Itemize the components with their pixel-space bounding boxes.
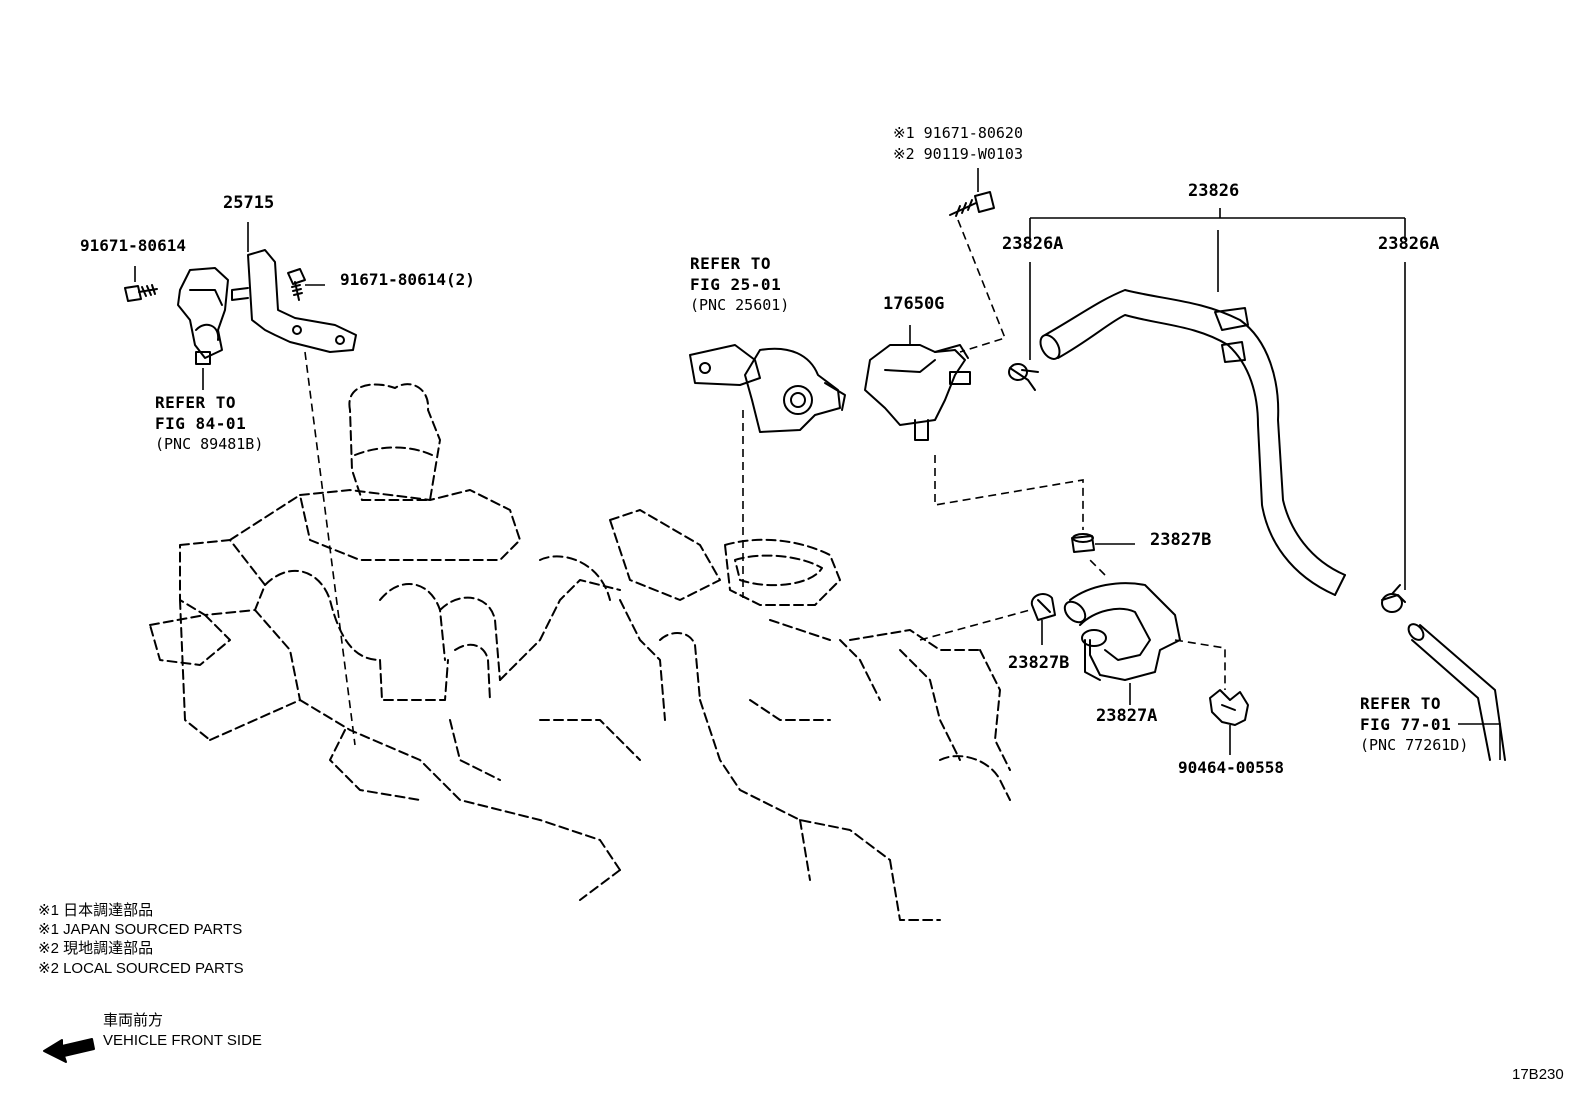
sensor-part: [177, 267, 229, 365]
note-japan-sourced-en: ※1 JAPAN SOURCED PARTS: [38, 921, 243, 938]
vsv-17650G: [864, 344, 971, 441]
throttle-body-part: [689, 344, 846, 433]
ref-fig25-line3: (PNC 25601): [690, 296, 790, 314]
bracket-25715: [231, 249, 357, 353]
clip-23826A-left: [1008, 363, 1039, 391]
hose-23827A: [1063, 582, 1181, 681]
ref-fig84-line3: (PNC 89481B): [155, 435, 264, 453]
front-arrow-icon: [43, 1038, 95, 1063]
part-23827A-label: 23827A: [1096, 706, 1158, 726]
part-90464-00558-label: 90464-00558: [1178, 758, 1284, 777]
bolt-top-label-1: ※1 91671-80620: [893, 124, 1023, 142]
pipe-77261D: [1407, 623, 1506, 761]
part-23827B-bottom-label: 23827B: [1008, 653, 1070, 673]
part-17650G-label: 17650G: [883, 294, 945, 314]
part-91671-80614-2-label: 91671-80614(2): [340, 270, 475, 289]
part-23826-label: 23826: [1188, 181, 1240, 201]
bolt-left: [124, 284, 158, 302]
engine-intake-manifold: [149, 383, 1011, 921]
direction-label-en: VEHICLE FRONT SIDE: [103, 1032, 262, 1049]
ref-fig25-line1: REFER TO: [690, 254, 772, 273]
direction-label-jp: 車両前方: [103, 1012, 164, 1029]
bolt-top: [949, 191, 995, 217]
bolt-91671-80614-2: [287, 268, 306, 301]
clamp-23827B-top: [1071, 533, 1095, 553]
part-23827B-top-label: 23827B: [1150, 530, 1212, 550]
leader-lines: [134, 168, 1501, 760]
part-23826A-right-label: 23826A: [1378, 234, 1440, 254]
ref-fig77-line2: FIG 77-01: [1360, 715, 1452, 734]
ref-fig84-line2: FIG 84-01: [155, 414, 247, 433]
part-91671-80614-label: 91671-80614: [80, 236, 186, 255]
part-25715-label: 25715: [223, 193, 275, 213]
hose-23826: [1039, 289, 1346, 596]
ref-fig25-line2: FIG 25-01: [690, 275, 782, 294]
note-local-sourced-jp: ※2 現地調達部品: [38, 940, 154, 957]
bolt-top-label-2: ※2 90119-W0103: [893, 145, 1023, 163]
figure-id: 17B230: [1512, 1066, 1564, 1083]
note-japan-sourced-jp: ※1 日本調達部品: [38, 902, 154, 919]
ref-fig77-line1: REFER TO: [1360, 694, 1442, 713]
dashed-alignment-lines: [304, 219, 1226, 746]
clip-23826A-right: [1381, 584, 1406, 613]
ref-fig84-line1: REFER TO: [155, 393, 237, 412]
note-local-sourced-en: ※2 LOCAL SOURCED PARTS: [38, 960, 244, 977]
clamp-23827B-bottom: [1030, 593, 1056, 621]
part-23826A-left-label: 23826A: [1002, 234, 1064, 254]
clip-90464: [1209, 689, 1249, 726]
ref-fig77-line3: (PNC 77261D): [1360, 736, 1469, 754]
